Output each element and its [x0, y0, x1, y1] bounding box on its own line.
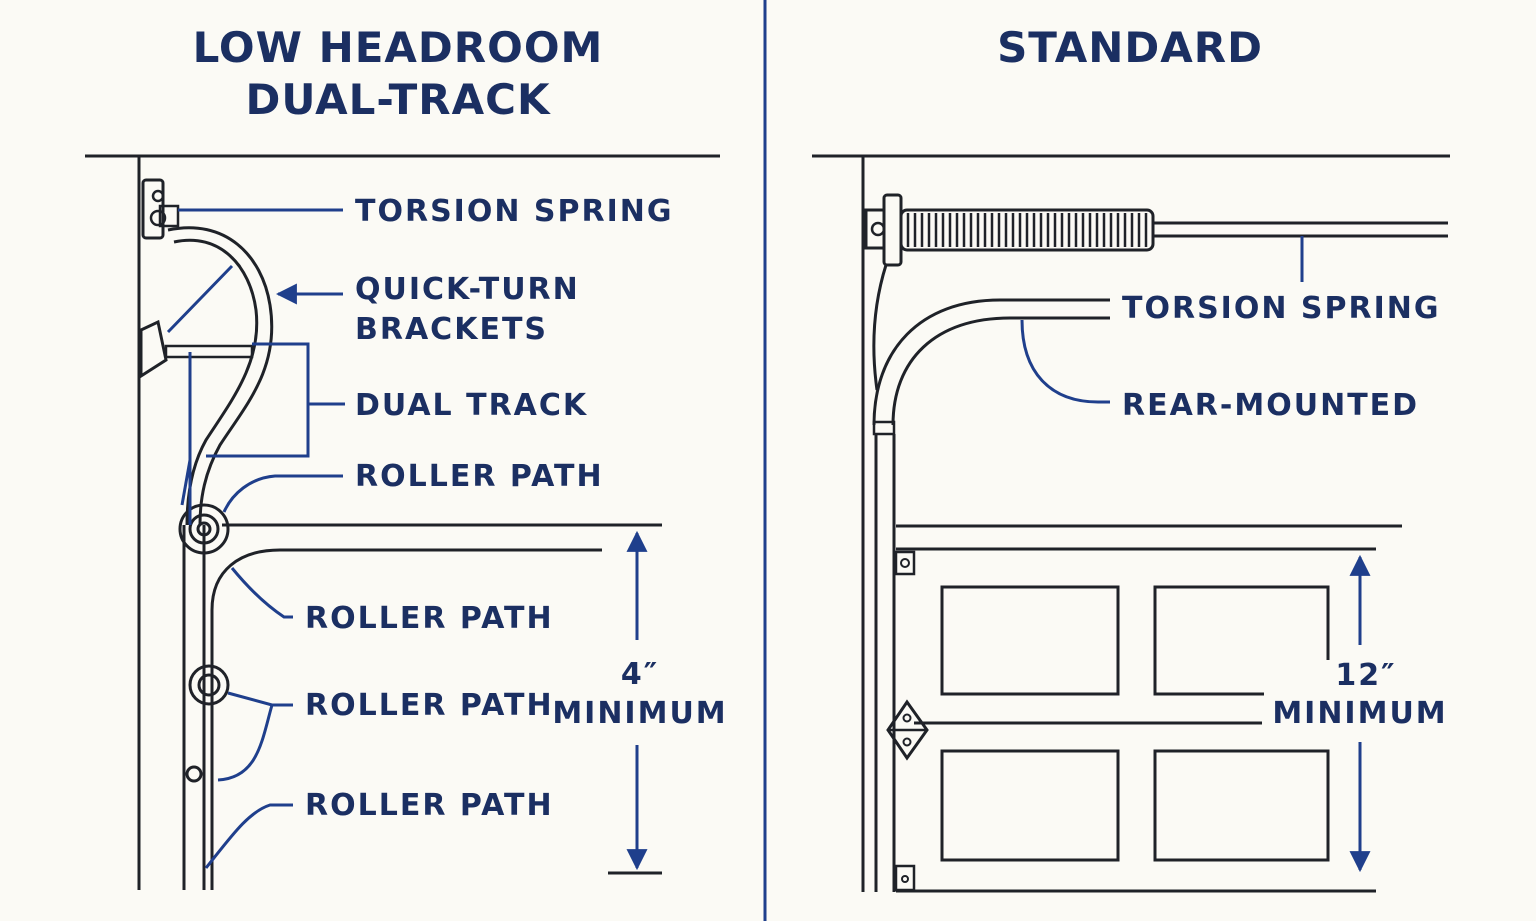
quick-turn-label-line2: BRACKETS [355, 312, 548, 347]
door-panel-top-left [940, 585, 1120, 696]
low-headroom-title-line1: LOW HEADROOM [193, 23, 604, 72]
left-roller-upper [178, 503, 230, 555]
roller-path-3-leader-curve [217, 704, 274, 782]
door-seam-hinge [886, 699, 929, 761]
left-bracket-bar [164, 344, 254, 359]
torsion-spring-coils [906, 213, 1148, 247]
left-wall-bracket [139, 319, 168, 379]
rear-mounted-label: REAR-MOUNTED [1122, 388, 1419, 423]
spring-mount-bolt [870, 221, 886, 237]
door-panel-top-right [1153, 585, 1330, 696]
door-panel-bottom-right [1153, 749, 1330, 862]
dual-track-bracket-line [206, 342, 310, 458]
left-clearance-label: MINIMUM [552, 696, 727, 731]
left-clearance-value: 4″ [621, 657, 659, 692]
quick-turn-label-line1: QUICK-TURN [355, 272, 580, 307]
roller-path-label-3: ROLLER PATH [305, 688, 554, 723]
rear-mounted-leader [1020, 319, 1110, 404]
left-roller-middle [188, 664, 230, 706]
roller-path-label-2: ROLLER PATH [305, 601, 554, 636]
roller-path-label-4: ROLLER PATH [305, 788, 554, 823]
dual-track-label: DUAL TRACK [355, 388, 588, 423]
low-headroom-panel: LOW HEADROOM DUAL-TRACK [85, 23, 727, 890]
roller-path-3-leader [227, 691, 293, 707]
quick-turn-pointer [166, 264, 234, 334]
door-bottom-hinge [894, 864, 916, 892]
lift-cable [872, 264, 888, 391]
quick-turn-track-inner [173, 238, 259, 526]
track-joint-plate [872, 420, 896, 436]
left-roller-small [185, 765, 203, 783]
roller-path-4-leader [204, 803, 293, 869]
spring-end-cone [882, 193, 903, 267]
right-torsion-spring-label: TORSION SPRING [1122, 291, 1440, 326]
right-clearance-label: MINIMUM [1272, 696, 1447, 731]
door-panel-bottom-left [940, 749, 1120, 862]
dual-track-drop-b [180, 459, 192, 506]
left-spring-bracket [141, 178, 180, 240]
spring-mount-plate [864, 208, 886, 250]
right-curved-track-inner [891, 316, 1110, 426]
right-curved-track-outer [872, 298, 1110, 426]
left-lower-horizontal-track [210, 548, 602, 611]
low-headroom-title-line2: DUAL-TRACK [245, 75, 551, 124]
roller-path-1-leader [222, 474, 343, 513]
track-highlight-mark [231, 256, 241, 267]
standard-panel: STANDARD TORSION SPRING REAR-MOUNTED [812, 23, 1450, 893]
quick-turn-track-outer [167, 226, 274, 526]
right-clearance-value: 12″ [1335, 658, 1396, 693]
door-top-hinge [894, 550, 916, 576]
left-torsion-spring-label: TORSION SPRING [355, 194, 673, 229]
roller-path-label-1: ROLLER PATH [355, 459, 604, 494]
torsion-spring-coil-body [899, 208, 1155, 252]
standard-title: STANDARD [997, 23, 1263, 72]
roller-path-2-leader [230, 567, 293, 619]
